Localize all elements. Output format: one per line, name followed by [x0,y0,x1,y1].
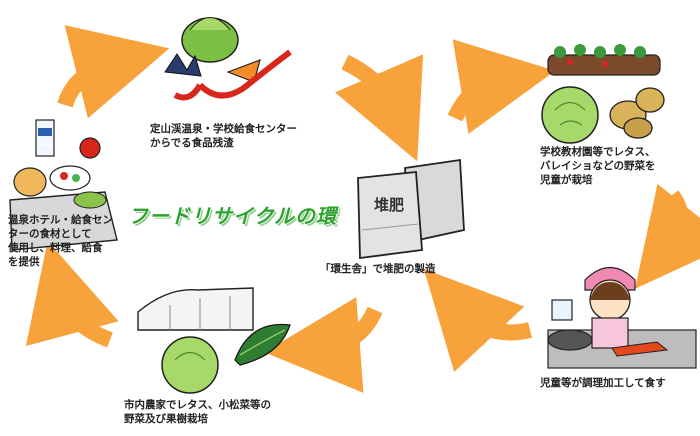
school-lunch-icon [9,119,118,251]
arrow-farmers-to-hotel [25,240,119,348]
compost-bag-label: 堆肥 [374,196,405,214]
food-waste-icon [164,17,292,101]
arrow-compost-to-garden [447,39,556,134]
step-cooking-label: 児童等が調理加工して食す [540,377,666,389]
step-compost-label: 「環生舎」で堆肥の製造 [320,263,436,275]
arrow-compost-to-farmers [264,297,383,393]
arrow-cooking-to-compost [423,269,532,372]
diagram-title: フードリサイクルの環 [128,204,337,228]
step-hotel-label: 温泉ホテル・給食セン ターの食材として 使用し、料理、給食 を提供 [8,214,113,268]
vegetables-icon [541,44,665,144]
arrow-hotel-to-waste [57,25,170,119]
arrow-waste-to-compost [335,54,424,162]
step-waste-label: 定山渓温泉・学校給食センター からでる食品残渣 [150,123,297,149]
step-school-garden-label: 学校教材園等でレタス、 バレイショなどの野菜を 児童が栽培 [540,146,656,186]
greenhouse-icon [137,287,291,394]
cooking-child-icon [547,266,697,369]
cycle-arrows [25,25,700,393]
compost-bags-icon [357,158,465,260]
arrow-garden-to-cooking [635,183,700,289]
step-farmers-label: 市内農家でレタス、小松菜等の 野菜及び果樹栽培 [124,399,271,425]
milk-label: MILK [37,141,54,148]
